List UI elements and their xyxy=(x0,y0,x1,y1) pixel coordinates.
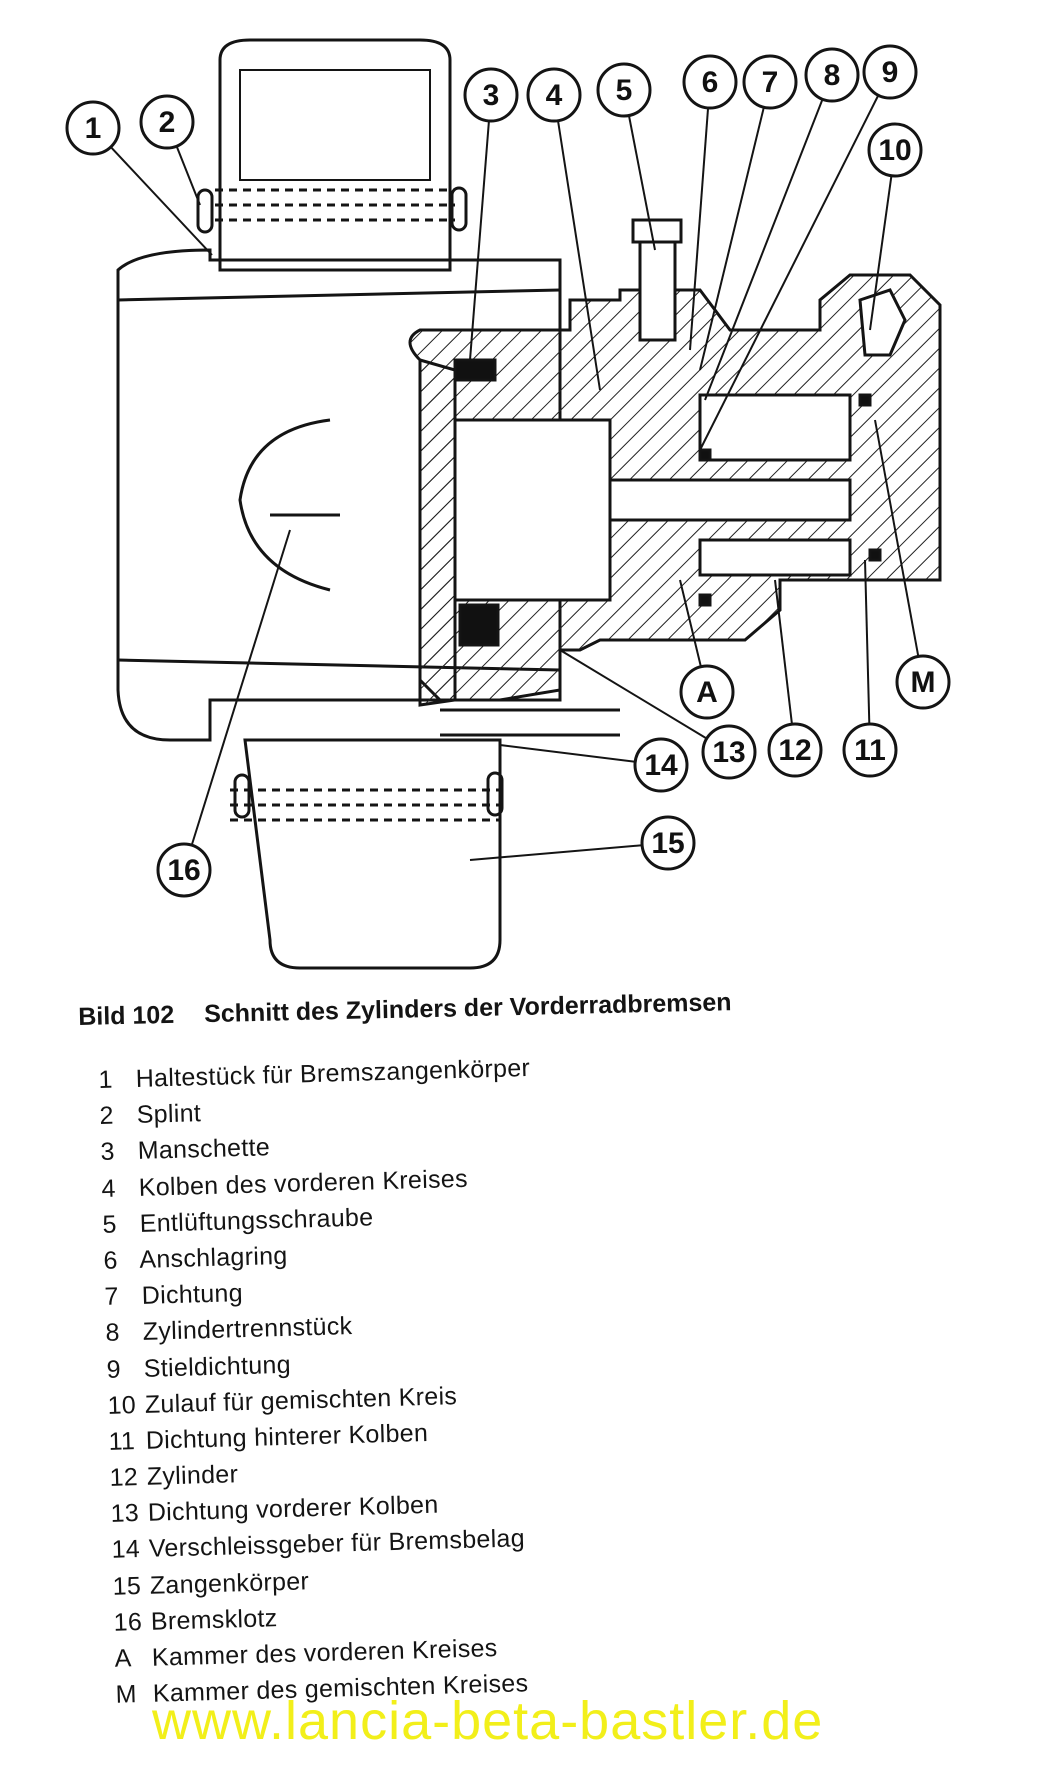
legend-key: 6 xyxy=(103,1246,119,1275)
legend-key: A xyxy=(114,1644,133,1673)
legend-text: Kammer des vorderen Kreises xyxy=(151,1634,498,1672)
legend-key: 2 xyxy=(99,1101,115,1131)
legend-key: 7 xyxy=(104,1282,120,1312)
legend-text: Bremsklotz xyxy=(150,1604,278,1636)
legend-key: 8 xyxy=(105,1318,121,1348)
callout-leader-line xyxy=(864,559,871,751)
callout-leader-line xyxy=(699,71,891,451)
lower-pad-holder xyxy=(230,738,504,970)
callout-label: 12 xyxy=(778,734,811,767)
legend-key: 10 xyxy=(107,1390,137,1420)
legend-key: 14 xyxy=(111,1535,141,1565)
watermark: www.lancia-beta-bastler.de xyxy=(152,1691,824,1751)
legend-text: Splint xyxy=(136,1099,202,1130)
legend-key: 13 xyxy=(110,1499,140,1529)
callout-label: 2 xyxy=(159,106,176,139)
legend-text: Kolben des vorderen Kreises xyxy=(138,1164,469,1202)
callout-label: 11 xyxy=(854,734,886,767)
legend-text: Entlüftungsschraube xyxy=(139,1203,374,1238)
callout-bubble xyxy=(640,815,696,871)
legend-key: 11 xyxy=(108,1426,136,1456)
caption-number: Bild 102 xyxy=(78,1000,175,1031)
callout-label: A xyxy=(696,676,718,709)
callout-label: 10 xyxy=(878,134,911,167)
callout-label: 13 xyxy=(712,736,745,769)
callout-bubble xyxy=(767,722,823,778)
callout-bubble xyxy=(633,737,689,793)
callout-bubble xyxy=(804,47,860,103)
legend-text: Anschlagring xyxy=(139,1241,288,1274)
callout-bubble xyxy=(596,62,652,118)
callout-label: 7 xyxy=(762,66,779,99)
legend-text: Dichtung hinterer Kolben xyxy=(145,1418,429,1455)
callout-leader-line xyxy=(869,149,896,331)
callout-bubble xyxy=(526,67,582,123)
callout-label: 6 xyxy=(702,66,719,99)
callout-bubble xyxy=(156,842,212,898)
callout-leader-line xyxy=(469,94,492,361)
callout-label: 14 xyxy=(644,749,678,782)
legend-text: Zylinder xyxy=(146,1460,239,1491)
legend-text: Zangenkörper xyxy=(149,1566,310,1600)
callout-leader-line xyxy=(689,81,711,351)
legend-text: Manschette xyxy=(137,1133,271,1166)
callout-leader-line xyxy=(704,74,833,401)
callout-bubble xyxy=(842,722,898,778)
legend-key: 12 xyxy=(109,1463,139,1492)
callout-label: 16 xyxy=(167,854,200,887)
callout-label: M xyxy=(911,666,936,699)
caption-title: Schnitt des Zylinders der Vorderradbrems… xyxy=(203,988,732,1029)
callout-bubble xyxy=(862,44,918,100)
callout-label: 1 xyxy=(85,112,102,145)
legend-key: 3 xyxy=(100,1137,116,1167)
callout-leader-line xyxy=(874,419,924,683)
callout-bubble xyxy=(682,54,738,110)
callout-bubble xyxy=(895,654,951,710)
legend-key: 15 xyxy=(112,1571,142,1601)
callout-label: 15 xyxy=(651,827,684,860)
legend-key: 9 xyxy=(106,1354,122,1384)
legend-text: Stieldichtung xyxy=(143,1350,292,1383)
legend-text: Dichtung vorderer Kolben xyxy=(147,1490,439,1528)
legend-text: Zylindertrennstück xyxy=(142,1312,353,1347)
callout-bubble xyxy=(867,122,923,178)
legend-key: M xyxy=(115,1680,138,1709)
legend-key: 1 xyxy=(98,1065,114,1094)
figure-caption: Bild 102 Schnitt des Zylinders der Vorder… xyxy=(78,988,732,1032)
legend-key: 5 xyxy=(102,1210,118,1239)
callout-leader-line xyxy=(183,529,291,871)
callout-leader-line xyxy=(553,94,601,391)
callout-bubble xyxy=(65,100,121,156)
upper-pad-holder xyxy=(196,38,468,272)
callout-bubble xyxy=(679,664,735,720)
callout-bubble xyxy=(701,724,757,780)
callout-leader-line xyxy=(469,842,669,861)
callout-bubble xyxy=(742,54,798,110)
callout-leader-line xyxy=(699,81,771,371)
legend-key: 4 xyxy=(101,1174,117,1203)
parts-legend: 1 Haltestück für Bremszangenkörper 2 Spl… xyxy=(98,1050,548,1713)
callout-leader-line xyxy=(774,579,796,751)
callout-bubble xyxy=(463,67,519,123)
callout-label: 3 xyxy=(483,79,500,112)
callout-leader-line xyxy=(559,649,730,753)
legend-text: Zulauf für gemischten Kreis xyxy=(144,1381,458,1419)
legend-text: Haltestück für Bremszangenkörper xyxy=(135,1053,531,1093)
callout-leader-line xyxy=(92,127,213,256)
callout-label: 9 xyxy=(882,56,899,89)
callout-bubble xyxy=(139,94,195,150)
callout-label: 5 xyxy=(616,74,633,107)
legend-text: Verschleissgeber für Bremsbelag xyxy=(148,1524,526,1564)
callout-label: 4 xyxy=(546,79,563,112)
legend-text: Dichtung xyxy=(141,1279,244,1310)
callout-label: 8 xyxy=(824,59,841,92)
cylinder-section xyxy=(408,218,942,737)
legend-key: 16 xyxy=(113,1607,143,1637)
caliper-body xyxy=(116,248,562,742)
